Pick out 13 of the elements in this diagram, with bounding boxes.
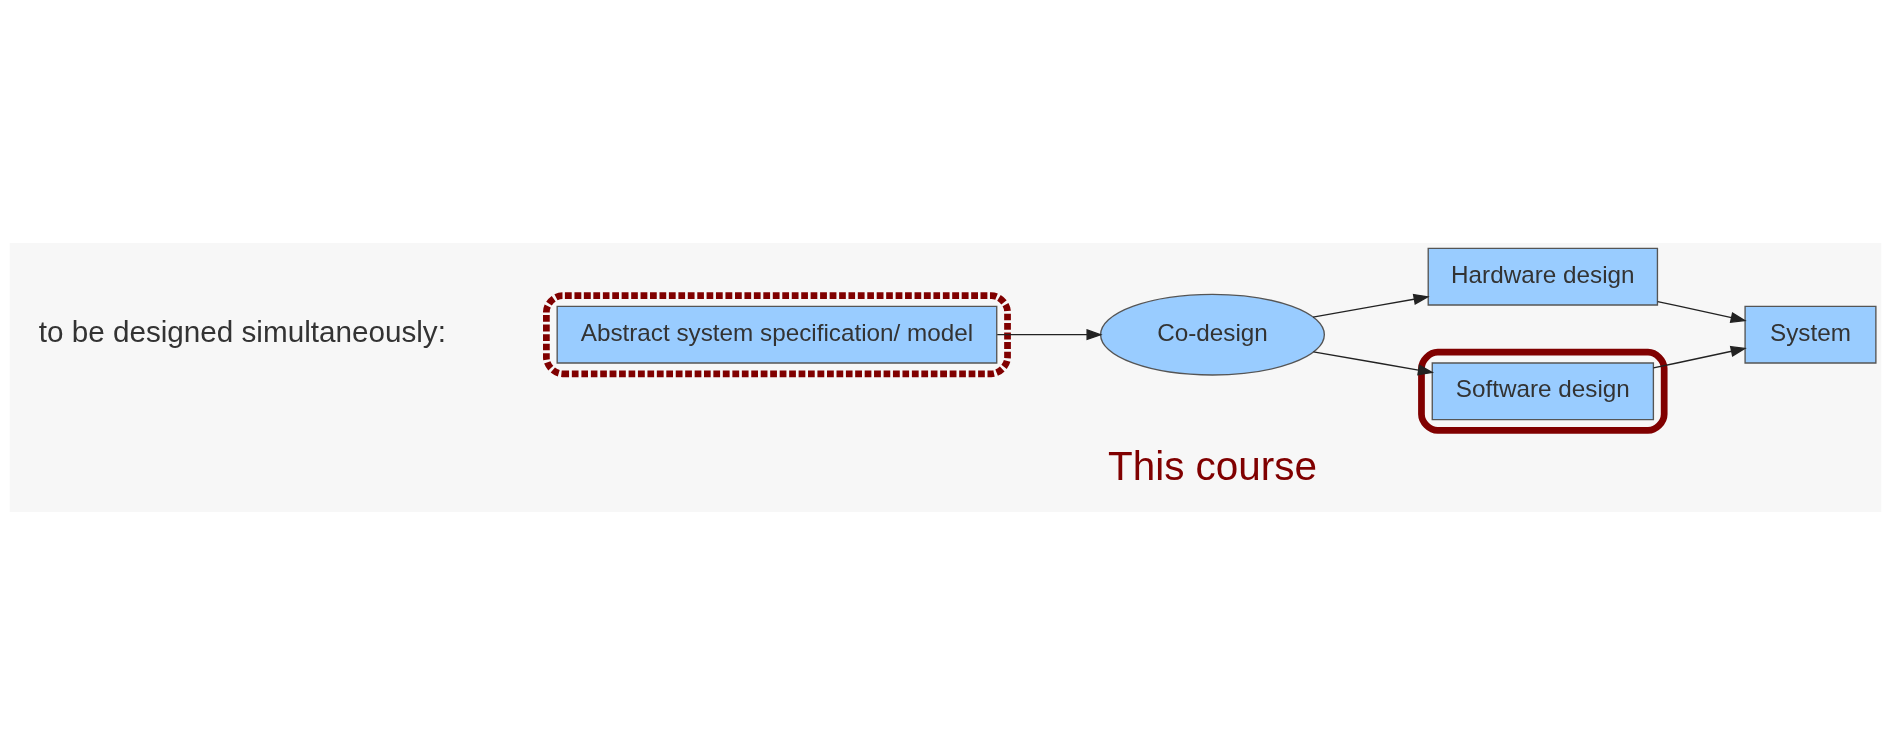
arrow (996, 329, 1103, 341)
node-box: Software design (1431, 362, 1655, 421)
label: This course (1107, 442, 1317, 489)
cluster (543, 292, 1011, 378)
node-ellipse: Co-design (1099, 293, 1325, 376)
node-box: Abstract system specification/ model (556, 305, 998, 364)
arrow (1312, 293, 1430, 318)
node-box: System (1744, 305, 1877, 364)
label: to be designed simultaneously: (38, 315, 446, 349)
arrow (1652, 345, 1747, 369)
arrow (1312, 351, 1435, 376)
node-box: Hardware design (1427, 247, 1659, 306)
arrow (1657, 300, 1747, 324)
